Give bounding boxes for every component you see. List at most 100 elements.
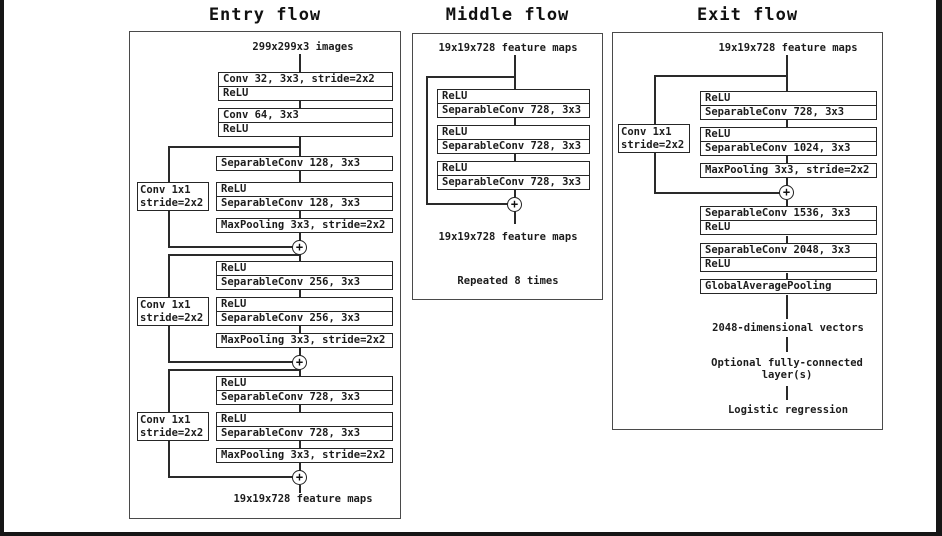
node-row: Conv 32, 3x3, stride=2x2 <box>223 73 375 85</box>
skip-conv-node: Conv 1x1 stride=2x2 <box>618 124 690 153</box>
middle-input-label: 19x19x728 feature maps <box>438 42 578 54</box>
node-row: MaxPooling 3x3, stride=2x2 <box>705 164 870 176</box>
diagram-node: MaxPooling 3x3, stride=2x2 <box>216 218 393 233</box>
node-row: ReLU <box>705 128 731 140</box>
node-row: GlobalAveragePooling <box>705 280 832 292</box>
diagram-node: SeparableConv 128, 3x3 <box>216 156 393 171</box>
node-row: ReLU <box>221 377 247 389</box>
add-merge-icon: + <box>292 355 307 370</box>
diagram-node: ReLU SeparableConv 728, 3x3 <box>437 161 590 190</box>
middle-repeat-note: Repeated 8 times <box>457 275 559 287</box>
node-row: ReLU <box>701 220 876 234</box>
node-row: SeparableConv 256, 3x3 <box>217 311 392 325</box>
diagram-node: ReLU SeparableConv 728, 3x3 <box>700 91 877 120</box>
node-row: stride=2x2 <box>140 311 204 324</box>
right-edge-bar <box>936 0 942 536</box>
node-row: stride=2x2 <box>140 196 204 209</box>
diagram-node: ReLU SeparableConv 728, 3x3 <box>437 125 590 154</box>
node-row: SeparableConv 728, 3x3 <box>438 103 589 117</box>
skip-conv-node: Conv 1x1 stride=2x2 <box>137 297 209 326</box>
middle-output-label: 19x19x728 feature maps <box>438 231 578 243</box>
add-merge-icon: + <box>507 197 522 212</box>
connector <box>786 236 788 244</box>
exit-flow-frame <box>612 32 883 430</box>
node-row: SeparableConv 1024, 3x3 <box>701 141 876 155</box>
connector <box>426 76 428 204</box>
diagram-node: SeparableConv 1536, 3x3 ReLU <box>700 206 877 235</box>
connector <box>426 203 508 205</box>
node-row: ReLU <box>221 183 247 195</box>
node-row: SeparableConv 2048, 3x3 <box>705 244 851 256</box>
connector <box>786 295 788 319</box>
node-row: SeparableConv 128, 3x3 <box>221 157 361 169</box>
entry-flow-title: Entry flow <box>208 5 322 25</box>
node-row: Conv 1x1 <box>140 299 191 311</box>
add-merge-icon: + <box>292 240 307 255</box>
connector <box>168 361 294 363</box>
node-row: ReLU <box>221 298 247 310</box>
entry-flow-frame <box>129 31 401 519</box>
node-row: MaxPooling 3x3, stride=2x2 <box>221 449 386 461</box>
add-merge-icon: + <box>292 470 307 485</box>
node-row: ReLU <box>219 86 392 100</box>
node-row: Conv 1x1 <box>140 414 191 426</box>
exit-vector-label: 2048-dimensional vectors <box>712 322 864 334</box>
diagram-node: Conv 64, 3x3 ReLU <box>218 108 393 137</box>
node-row: SeparableConv 728, 3x3 <box>701 105 876 119</box>
node-row: ReLU <box>705 92 731 104</box>
node-row: MaxPooling 3x3, stride=2x2 <box>221 219 386 231</box>
exit-flow-title: Exit flow <box>696 5 799 25</box>
skip-conv-node: Conv 1x1 stride=2x2 <box>137 182 209 211</box>
node-row: SeparableConv 1536, 3x3 <box>705 207 851 219</box>
diagram-node: GlobalAveragePooling <box>700 279 877 294</box>
node-row: SeparableConv 728, 3x3 <box>217 426 392 440</box>
node-row: ReLU <box>442 162 468 174</box>
connector <box>168 146 300 148</box>
diagram-node: SeparableConv 2048, 3x3 ReLU <box>700 243 877 272</box>
connector <box>654 75 787 77</box>
node-row: ReLU <box>442 126 468 138</box>
entry-input-label: 299x299x3 images <box>252 41 354 53</box>
node-row: Conv 1x1 <box>140 184 191 196</box>
node-row: stride=2x2 <box>140 426 204 439</box>
connector <box>654 192 780 194</box>
diagram-node: Conv 32, 3x3, stride=2x2 ReLU <box>218 72 393 101</box>
diagram-node: ReLU SeparableConv 728, 3x3 <box>437 89 590 118</box>
diagram-node: MaxPooling 3x3, stride=2x2 <box>216 448 393 463</box>
left-edge-bar <box>0 0 4 536</box>
node-row: ReLU <box>221 413 247 425</box>
node-row: ReLU <box>701 257 876 271</box>
node-row: Conv 1x1 <box>621 126 672 138</box>
diagram-node: ReLU SeparableConv 1024, 3x3 <box>700 127 877 156</box>
exit-output-label: Logistic regression <box>727 404 849 416</box>
add-merge-icon: + <box>779 185 794 200</box>
connector <box>786 386 788 400</box>
diagram-node: ReLU SeparableConv 256, 3x3 <box>216 261 393 290</box>
node-row: MaxPooling 3x3, stride=2x2 <box>221 334 386 346</box>
node-row: Conv 64, 3x3 <box>223 109 299 121</box>
connector <box>786 273 788 280</box>
node-row: SeparableConv 728, 3x3 <box>438 175 589 189</box>
connector <box>426 76 516 78</box>
node-row: SeparableConv 728, 3x3 <box>438 139 589 153</box>
exit-input-label: 19x19x728 feature maps <box>718 42 858 54</box>
connector <box>299 485 301 493</box>
node-row: SeparableConv 256, 3x3 <box>217 275 392 289</box>
connector <box>786 55 788 186</box>
middle-flow-frame <box>412 33 603 300</box>
node-row: SeparableConv 728, 3x3 <box>217 390 392 404</box>
connector <box>168 369 300 371</box>
connector <box>168 254 300 256</box>
node-row: ReLU <box>221 262 247 274</box>
diagram-node: MaxPooling 3x3, stride=2x2 <box>700 163 877 178</box>
connector <box>168 246 294 248</box>
node-row: ReLU <box>219 122 392 136</box>
diagram-node: ReLU SeparableConv 728, 3x3 <box>216 376 393 405</box>
skip-conv-node: Conv 1x1 stride=2x2 <box>137 412 209 441</box>
connector <box>514 211 516 224</box>
diagram-node: MaxPooling 3x3, stride=2x2 <box>216 333 393 348</box>
node-row: SeparableConv 128, 3x3 <box>217 196 392 210</box>
diagram-node: ReLU SeparableConv 728, 3x3 <box>216 412 393 441</box>
bottom-edge-bar <box>0 532 942 536</box>
